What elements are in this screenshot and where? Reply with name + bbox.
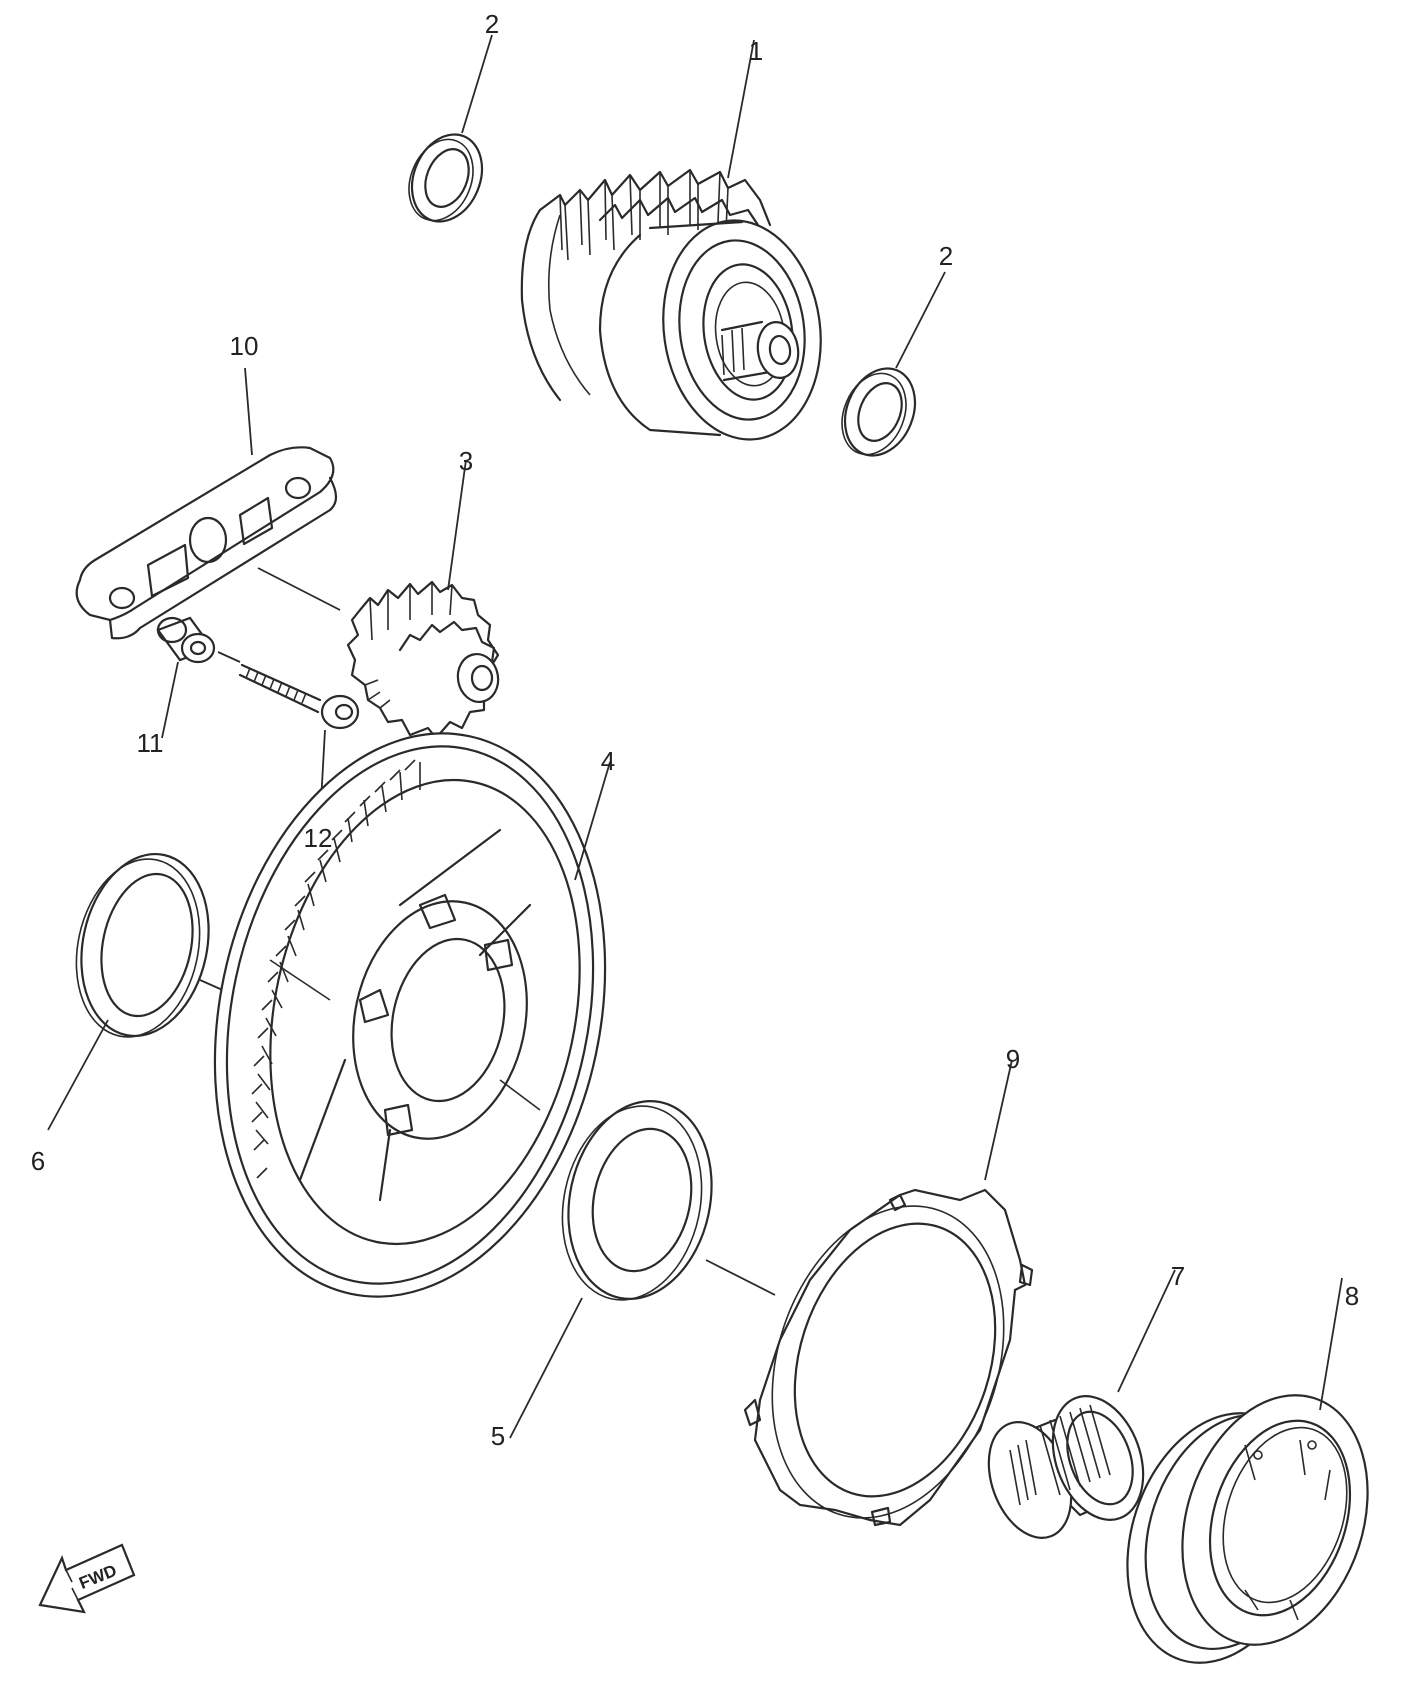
leader-line-1 [727,39,755,179]
callout-1: 1 [749,36,763,66]
leader-line-6 [47,1019,109,1131]
leader-line-10 [244,367,253,456]
assembly-line-10-3 [257,567,341,611]
leader-line-3 [447,459,467,591]
callout-2a: 2 [485,9,499,39]
part-2-washer-upper [408,133,484,223]
leader-line-11 [161,661,179,739]
part-11-collar [156,616,216,664]
part-9-plate [743,1188,1034,1527]
part-12-bolt [238,663,360,730]
callout-3: 3 [459,446,473,476]
leader-line-7 [1117,1269,1176,1393]
callout-2b: 2 [939,241,953,271]
part-6-washer [75,852,210,1038]
callout-8: 8 [1345,1281,1359,1311]
part-4-wheel-gear [213,732,607,1298]
callout-5: 5 [491,1421,505,1451]
part-3-double-gear [346,580,500,740]
leader-line-2a [461,34,493,134]
leader-line-8 [1319,1277,1343,1411]
leader-line-4 [574,761,611,881]
assembly-line-5-9 [705,1259,776,1296]
assembly-line-11-12 [217,651,241,663]
part-7-bearing [987,1395,1145,1539]
leader-line-2b [895,271,946,369]
callout-12: 12 [304,823,333,853]
part-8-clutch-housing [1126,1394,1369,1664]
callout-7: 7 [1171,1261,1185,1291]
callout-11: 11 [137,728,164,758]
part-10-plate [75,446,338,640]
part-5-washer [561,1100,713,1301]
callout-4: 4 [601,746,615,776]
callout-10: 10 [230,331,259,361]
part-2-washer-lower [841,367,917,457]
leader-line-5 [509,1297,583,1439]
part-1-idle-gear [520,168,822,441]
fwd-arrow-icon [38,1543,136,1614]
leader-line-9 [984,1059,1013,1181]
callout-9: 9 [1006,1044,1020,1074]
callout-6: 6 [31,1146,45,1176]
